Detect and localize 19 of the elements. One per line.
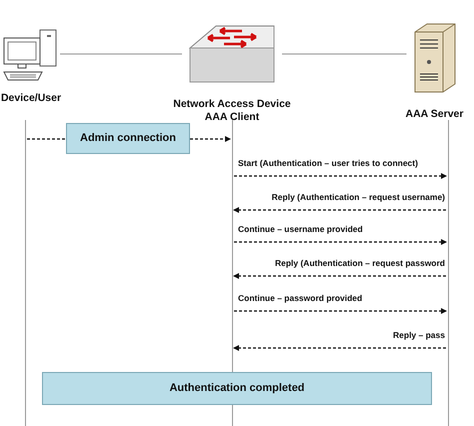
message-arrow xyxy=(234,173,447,179)
message-arrow xyxy=(233,207,446,213)
message-label: Continue – username provided xyxy=(238,224,363,235)
message-label: Reply – pass xyxy=(393,330,445,341)
message-label: Reply (Authentication – request username) xyxy=(272,192,445,203)
device-label: Device/User xyxy=(0,92,62,105)
process-box: Admin connection xyxy=(66,123,190,154)
process-box: Authentication completed xyxy=(42,372,432,405)
message-label: Reply (Authentication – request password xyxy=(274,258,445,269)
message-label: Continue – password provided xyxy=(238,293,362,304)
message-arrow xyxy=(234,308,447,314)
message-arrow xyxy=(190,136,231,142)
device-label: AAA Client xyxy=(204,111,260,124)
device-label: AAA Server xyxy=(404,108,464,121)
message-arrow xyxy=(234,239,447,245)
device-label: Network Access Device xyxy=(172,98,292,111)
message-arrow xyxy=(233,345,446,351)
message-label: Start (Authentication – user tries to connect) xyxy=(238,158,418,169)
message-arrow xyxy=(233,273,446,279)
